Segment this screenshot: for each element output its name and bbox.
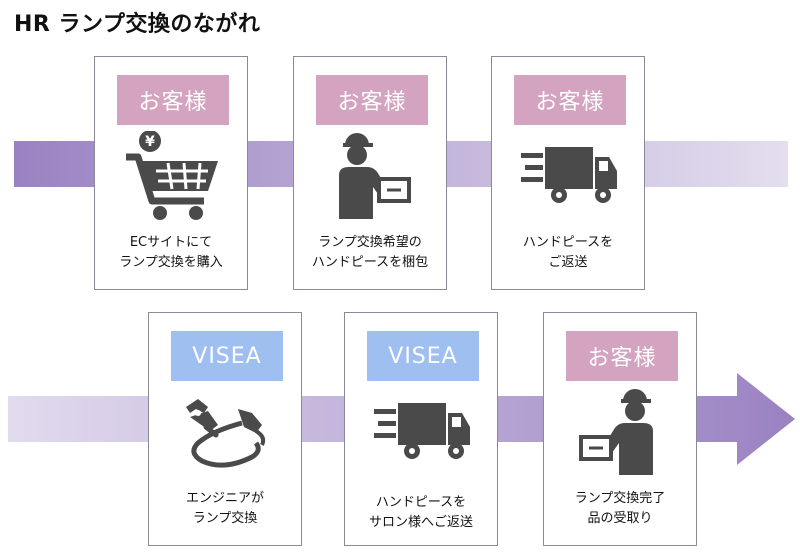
delivery-truck-icon (374, 403, 470, 459)
cart-yen-icon: ¥ (126, 131, 218, 220)
step-caption-line1: ECサイトにて (129, 235, 213, 250)
step-caption-line2: ランプ交換 (192, 511, 258, 526)
page-title: HR ランプ交換のながれ (14, 12, 261, 37)
step-caption-line2: ランプ交換を購入 (119, 255, 223, 270)
person-packing-box-icon (339, 133, 411, 219)
delivery-truck-icon (521, 147, 617, 203)
actor-label: VISEA (171, 331, 283, 381)
step-card-1: お客様 ¥ ECサイトにて ランプ交換を購入 (94, 56, 248, 290)
step-caption-line1: エンジニアが (185, 491, 264, 506)
step-caption-line2: ハンドピースを梱包 (311, 255, 429, 270)
step-card-3: お客様 ハンドピースを ご返送 (491, 56, 645, 290)
actor-label: VISEA (367, 331, 479, 381)
person-receiving-box-icon (579, 389, 653, 475)
engineer-tools-icon (186, 399, 266, 468)
step-caption-line1: ランプ交換希望の (318, 235, 422, 250)
step-card-5: VISEA ハンドピースを サロン様へご返送 (344, 312, 498, 546)
actor-label: お客様 (566, 331, 678, 381)
step-card-4: VISEA エンジニアが ランプ交換 (148, 312, 302, 546)
actor-label: お客様 (514, 75, 626, 125)
svg-text:¥: ¥ (145, 134, 155, 150)
actor-label: お客様 (117, 75, 229, 125)
step-card-2: お客様 ランプ交換希望の ハンドピースを梱包 (293, 56, 447, 290)
step-caption-line2: 品の受取り (587, 511, 653, 526)
step-caption-line1: ハンドピースを (522, 235, 614, 250)
step-caption-line1: ランプ交換完了 (574, 491, 666, 506)
step-card-6: お客様 ランプ交換完了 品の受取り (543, 312, 697, 546)
actor-label: お客様 (316, 75, 428, 125)
step-caption-line2: ご返送 (548, 255, 588, 270)
step-caption-line1: ハンドピースを (375, 495, 467, 510)
step-caption-line2: サロン様へご返送 (368, 515, 473, 530)
